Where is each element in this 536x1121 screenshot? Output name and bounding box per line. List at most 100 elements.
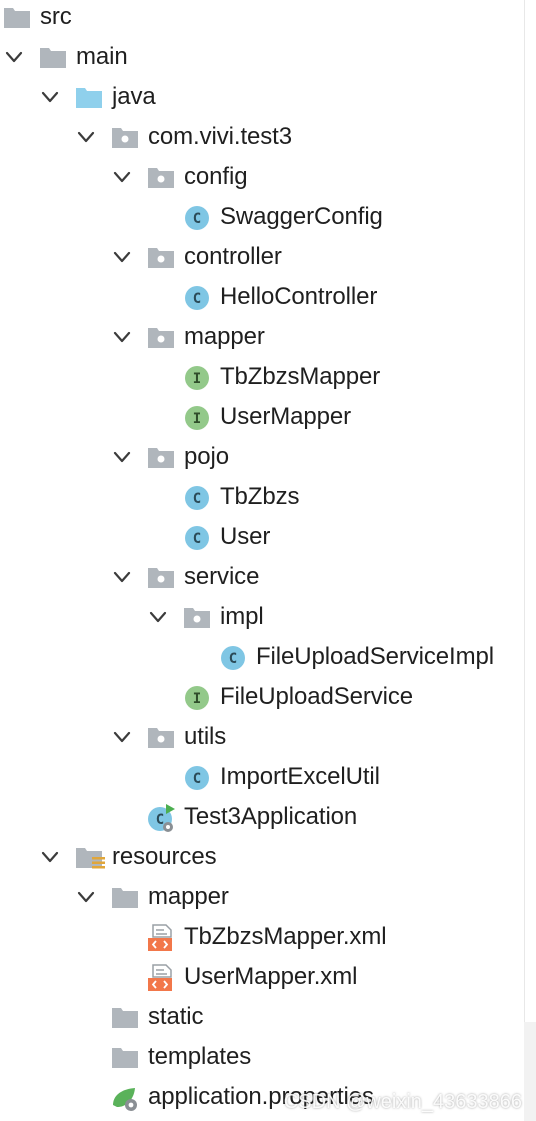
tree-item-label: impl: [220, 603, 264, 630]
tree-item-label: UserMapper: [220, 403, 352, 430]
tree-item-java[interactable]: java: [0, 77, 524, 117]
tree-item-pojo[interactable]: pojo: [0, 437, 524, 477]
tree-item-label: TbZbzs: [220, 483, 300, 510]
tree-item-label: com.vivi.test3: [148, 123, 292, 150]
tree-item-label: application.properties: [148, 1083, 374, 1110]
tree-item-label: mapper: [148, 883, 229, 910]
source-folder-icon: [74, 83, 104, 111]
chevron-down-icon[interactable]: [112, 247, 132, 267]
folder-icon: [38, 43, 68, 71]
svg-text:I: I: [193, 411, 201, 427]
tree-item-label: main: [76, 43, 128, 70]
tree-item-swagger-config[interactable]: C SwaggerConfig: [0, 197, 524, 237]
class-icon: C: [182, 763, 212, 791]
tree-item-file-upload-service-impl[interactable]: C FileUploadServiceImpl: [0, 637, 524, 677]
tree-item-label: mapper: [184, 323, 265, 350]
spring-boot-class-icon: C: [146, 803, 176, 832]
tree-item-label: pojo: [184, 443, 229, 470]
tree-item-tbzbzs[interactable]: C TbZbzs: [0, 477, 524, 517]
tree-item-label: UserMapper.xml: [184, 963, 358, 990]
chevron-down-icon[interactable]: [112, 567, 132, 587]
svg-text:C: C: [193, 211, 201, 227]
chevron-down-icon[interactable]: [40, 87, 60, 107]
tree-item-tbzbzs-mapper[interactable]: I TbZbzsMapper: [0, 357, 524, 397]
tree-item-label: templates: [148, 1043, 252, 1070]
tree-item-resources[interactable]: resources: [0, 837, 524, 877]
svg-text:C: C: [193, 491, 201, 507]
resources-folder-icon: [74, 843, 105, 871]
tree-item-config[interactable]: config: [0, 157, 524, 197]
chevron-down-icon[interactable]: [112, 167, 132, 187]
tree-item-src[interactable]: src: [0, 0, 524, 37]
tree-item-application-properties[interactable]: application.properties: [0, 1077, 524, 1117]
svg-text:C: C: [193, 291, 201, 307]
tree-item-impl[interactable]: impl: [0, 597, 524, 637]
svg-text:I: I: [193, 371, 201, 387]
interface-icon: I: [182, 363, 212, 391]
tree-item-label: ImportExcelUtil: [220, 763, 380, 790]
tree-item-label: src: [40, 3, 72, 30]
tree-item-label: TbZbzsMapper: [220, 363, 381, 390]
tree-item-mapper-folder[interactable]: mapper: [0, 877, 524, 917]
interface-icon: I: [182, 683, 212, 711]
interface-icon: I: [182, 403, 212, 431]
tree-item-user-mapper-xml[interactable]: UserMapper.xml: [0, 957, 524, 997]
svg-text:C: C: [229, 651, 237, 667]
tree-item-templates[interactable]: templates: [0, 1037, 524, 1077]
folder-icon: [110, 883, 140, 911]
package-icon: [146, 243, 176, 271]
chevron-down-icon[interactable]: [40, 847, 60, 867]
project-tree: src main java com.vivi.test3: [0, 0, 524, 1117]
tree-item-label: FileUploadService: [220, 683, 414, 710]
tree-item-file-upload-service[interactable]: I FileUploadService: [0, 677, 524, 717]
tree-item-label: HelloController: [220, 283, 378, 310]
chevron-down-icon[interactable]: [112, 447, 132, 467]
tree-item-label: FileUploadServiceImpl: [256, 643, 494, 670]
tree-item-test3-application[interactable]: C Test3Application: [0, 797, 524, 837]
tree-item-utils[interactable]: utils: [0, 717, 524, 757]
vertical-scrollbar-thumb[interactable]: [524, 0, 536, 1022]
tree-item-label: TbZbzsMapper.xml: [184, 923, 387, 950]
chevron-down-icon[interactable]: [148, 607, 168, 627]
tree-item-service[interactable]: service: [0, 557, 524, 597]
tree-item-main[interactable]: main: [0, 37, 524, 77]
svg-text:C: C: [156, 812, 164, 828]
tree-item-label: static: [148, 1003, 204, 1030]
package-icon: [146, 723, 176, 751]
tree-item-label: Test3Application: [184, 803, 358, 830]
tree-item-label: controller: [184, 243, 282, 270]
folder-icon: [110, 1043, 140, 1071]
package-icon: [110, 123, 140, 151]
chevron-down-icon[interactable]: [76, 127, 96, 147]
xml-file-icon: [146, 963, 176, 991]
svg-text:C: C: [193, 771, 201, 787]
chevron-down-icon[interactable]: [112, 727, 132, 747]
watermark-text: CSDN @weixin_43633866: [283, 1091, 522, 1113]
package-icon: [146, 563, 176, 591]
tree-item-hello-controller[interactable]: C HelloController: [0, 277, 524, 317]
chevron-down-icon[interactable]: [76, 887, 96, 907]
class-icon: C: [182, 483, 212, 511]
tree-item-import-excel-util[interactable]: C ImportExcelUtil: [0, 757, 524, 797]
tree-item-static[interactable]: static: [0, 997, 524, 1037]
tree-item-mapper-package[interactable]: mapper: [0, 317, 524, 357]
tree-item-package-root[interactable]: com.vivi.test3: [0, 117, 524, 157]
svg-text:I: I: [193, 691, 201, 707]
tree-item-label: resources: [112, 843, 217, 870]
spring-properties-icon: [110, 1083, 140, 1111]
tree-item-label: service: [184, 563, 260, 590]
tree-item-controller[interactable]: controller: [0, 237, 524, 277]
chevron-down-icon[interactable]: [112, 327, 132, 347]
folder-icon: [110, 1003, 140, 1031]
folder-icon: [2, 3, 32, 31]
tree-item-user[interactable]: C User: [0, 517, 524, 557]
chevron-down-icon[interactable]: [4, 47, 24, 67]
tree-item-label: SwaggerConfig: [220, 203, 383, 230]
package-icon: [146, 323, 176, 351]
tree-item-label: utils: [184, 723, 227, 750]
tree-item-user-mapper[interactable]: I UserMapper: [0, 397, 524, 437]
package-icon: [182, 603, 212, 631]
package-icon: [146, 163, 176, 191]
tree-item-label: java: [112, 83, 156, 110]
tree-item-tbzbzs-mapper-xml[interactable]: TbZbzsMapper.xml: [0, 917, 524, 957]
